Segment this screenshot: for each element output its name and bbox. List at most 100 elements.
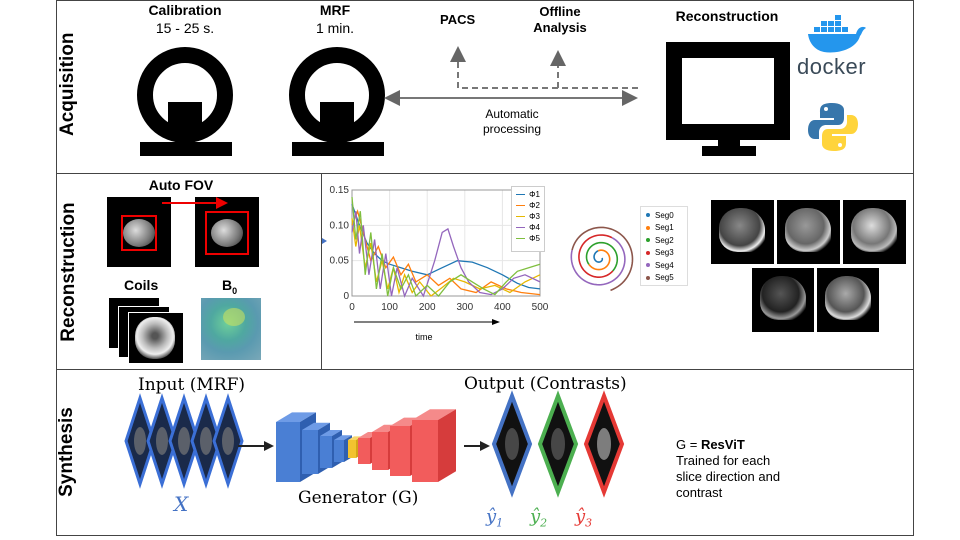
generator-block-front: [334, 440, 344, 462]
fov-arrow: [162, 197, 228, 209]
offline-label: Offline: [539, 4, 581, 19]
y-tick-label: 0: [343, 291, 349, 302]
fov-image-before: [107, 197, 171, 267]
mrf-time: 1 min.: [315, 20, 355, 36]
docker-whale-icon: [808, 15, 866, 53]
segment-legend-entry: Seg2: [645, 234, 683, 247]
series-line-Φ5: [351, 197, 541, 298]
pacs-label: PACS: [440, 12, 476, 27]
scanner-icon: [137, 47, 233, 156]
coil-image-3: [128, 312, 184, 364]
series-line-Φ4: [351, 211, 541, 298]
legend-entry: Φ5: [516, 233, 540, 244]
input-label: Input (MRF): [138, 375, 245, 395]
spiral-segment: [593, 250, 604, 263]
spiral-segment: [585, 241, 619, 272]
auto-fov-label: Auto FOV: [148, 177, 214, 193]
contrast-image-1: [711, 200, 774, 264]
generator-block-front: [358, 438, 370, 464]
coils-label: Coils: [124, 277, 159, 293]
output-contrasts: [491, 390, 625, 498]
mrf-title: MRF: [319, 2, 351, 18]
reconstruction-section-label: Reconstruction: [58, 202, 79, 342]
flow-arrows: [238, 441, 490, 451]
output-slice-brain: [551, 428, 565, 460]
generator-block-front: [412, 420, 438, 482]
generator-block-top: [302, 422, 330, 430]
python-logo-icon: [808, 103, 858, 151]
analysis-label: Analysis: [533, 20, 587, 35]
acquisition-section-label: Acquisition: [57, 32, 78, 136]
b0-map-image: [201, 298, 261, 360]
output-y2-label: ŷ2: [530, 506, 548, 530]
acquisition-arrows: [384, 46, 638, 106]
input-x-symbol: X: [174, 492, 189, 516]
spiral-segment: [588, 249, 611, 271]
legend-entry: Φ4: [516, 222, 540, 233]
generator-block-top: [276, 412, 316, 422]
time-arrow-head: [492, 319, 500, 325]
description-line-2: slice direction and: [676, 469, 781, 484]
generator-block-front: [348, 440, 356, 458]
x-tick-label: 200: [419, 302, 436, 313]
generator-block-top: [334, 435, 352, 440]
segment-legend-entry: Seg1: [645, 222, 683, 235]
processing-label: processing: [482, 122, 542, 136]
output-slice-brain: [597, 428, 611, 460]
generator-block-front: [390, 426, 410, 476]
output-slice-brain: [505, 428, 519, 460]
spiral-segment: [578, 234, 614, 278]
output-label: Output (Contrasts): [464, 374, 627, 394]
generator-block-side: [438, 409, 456, 482]
generator-block-top: [348, 436, 362, 440]
g-equals-label: G = ResViT: [676, 437, 745, 452]
output-y3-label: ŷ3: [575, 506, 593, 530]
b0-label: B0: [222, 277, 238, 296]
description-line-3: contrast: [676, 485, 723, 500]
scanner-icon: [289, 47, 385, 156]
input-slice-brain: [200, 427, 212, 455]
y-tick-label: 0.05: [330, 256, 350, 267]
chart-marker: [322, 238, 327, 244]
segment-legend-entry: Seg5: [645, 272, 683, 285]
x-tick-label: 400: [494, 302, 511, 313]
legend-entry: Φ2: [516, 200, 540, 211]
x-tick-label: 500: [532, 302, 549, 313]
contrast-image-3: [843, 200, 906, 264]
y-tick-label: 0.10: [330, 220, 350, 231]
output-y1-label: ŷ1: [486, 506, 504, 530]
synthesis-section-label: Synthesis: [56, 407, 77, 497]
generator-block-top: [320, 430, 342, 436]
x-tick-label: 100: [381, 302, 398, 313]
input-slice-brain: [222, 427, 234, 455]
spiral-segment: [571, 226, 634, 292]
y-tick-label: 0.15: [330, 185, 350, 196]
input-slice-brain: [178, 427, 190, 455]
reconstruction-divider: [321, 174, 322, 369]
x-axis-label: time: [415, 332, 432, 342]
generator-block-front: [372, 432, 388, 470]
generator-block-top: [412, 409, 456, 420]
fov-image-after: [195, 197, 259, 267]
calibration-title: Calibration: [148, 2, 222, 18]
contrast-image-2: [777, 200, 840, 264]
legend-entry: Φ1: [516, 189, 540, 200]
contrast-image-4: [752, 268, 814, 332]
segment-legend-entry: Seg3: [645, 247, 683, 260]
segment-legend-entry: Seg4: [645, 259, 683, 272]
input-slice-brain: [156, 427, 168, 455]
automatic-label: Automatic: [485, 107, 539, 121]
segment-legend-entry: Seg0: [645, 209, 683, 222]
spiral-segment: [570, 236, 626, 286]
generator-network: [276, 409, 456, 482]
input-mrf-stack: [124, 393, 244, 489]
docker-text: docker: [797, 54, 867, 79]
generator-block-front: [276, 422, 300, 482]
spiral-trajectory: [570, 226, 634, 292]
x-tick-label: 0: [349, 302, 355, 313]
reconstruction-title: Reconstruction: [675, 8, 779, 24]
monitor-icon: [666, 42, 790, 156]
